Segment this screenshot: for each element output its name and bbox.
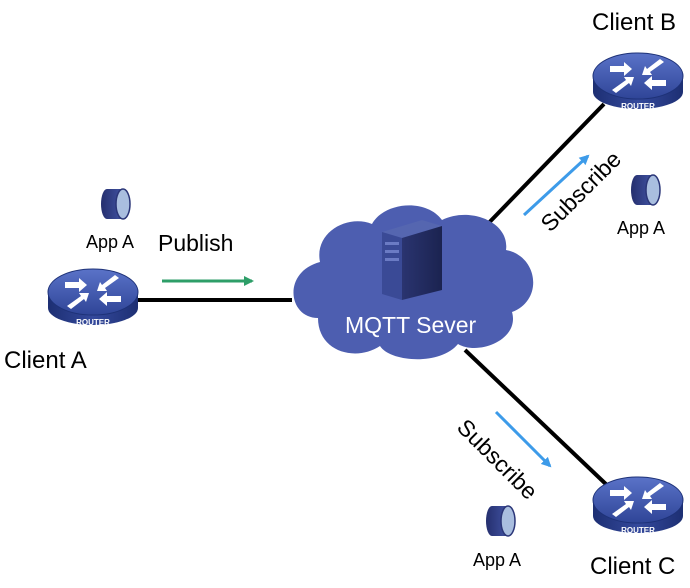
router-label-c: ROUTER [621,526,655,535]
subscribe-arrow-c [494,410,552,468]
app-icon-client-b [630,174,661,206]
subscribe-arrow-b [522,154,590,217]
app-a-label-client-c: App A [473,550,522,570]
client-b-label: Client B [592,9,677,36]
app-icon-client-c [485,505,516,537]
router-label-b: ROUTER [621,102,655,111]
app-a-label-client-a: App A [86,232,135,252]
link-server-client-c [463,348,612,490]
router-icon-client-c: ROUTER [592,476,684,535]
app-icon-client-a [100,188,131,220]
router-icon-client-b: ROUTER [592,52,684,111]
client-a-label: Client A [4,347,87,374]
client-c-label: Client C [590,553,676,580]
server-icon [382,220,442,300]
publish-label: Publish [158,230,234,256]
router-icon-client-a: ROUTER [47,268,139,327]
router-label-a: ROUTER [76,318,110,327]
app-a-label-client-b: App A [617,218,666,238]
server-label: MQTT Sever [345,312,477,338]
link-server-client-b [476,102,606,236]
